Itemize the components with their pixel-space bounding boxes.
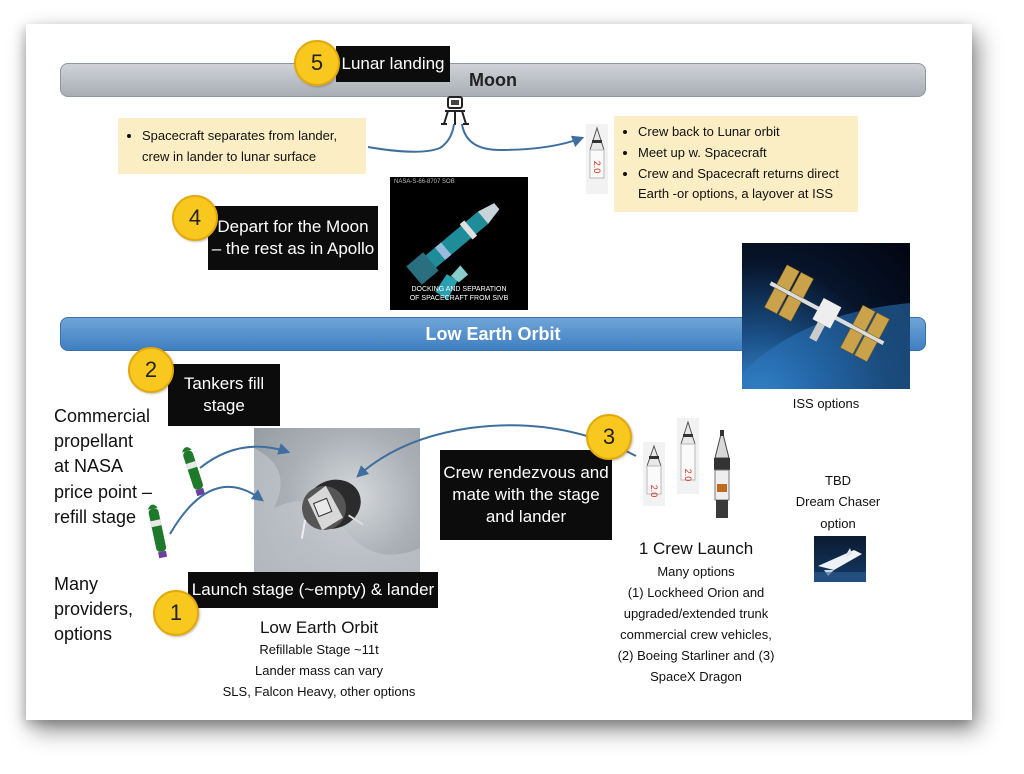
lunar-landing-label: Lunar landing <box>336 46 450 82</box>
tankers-fill-label: Tankers fill stage <box>168 364 280 426</box>
iss-photo <box>742 243 910 389</box>
tanker-rocket-icon <box>147 504 168 559</box>
apollo-docking-photo: NASA-S-66-8707 SOB DOCKING AND SEPARATIO… <box>390 177 528 310</box>
return-to-earth-note: Crew back to Lunar orbit Meet up w. Spac… <box>614 116 858 212</box>
step-3-badge: 3 <box>586 414 632 460</box>
crew-capsule-icon <box>586 124 608 194</box>
step-2-badge: 2 <box>128 347 174 393</box>
providers-text: Many providers, options <box>54 574 134 645</box>
crew-capsule-icon <box>677 418 699 494</box>
lander-separation-note: Spacecraft separates from lander,crew in… <box>118 118 366 174</box>
dream-chaser-caption: TBD Dream Chaser option <box>795 473 881 531</box>
capsule-label: 2.0 <box>683 468 693 482</box>
moon-band: Moon <box>60 63 926 97</box>
capsule-label: 2.0 <box>649 484 659 498</box>
propellant-text: Commercial propellant at NASA price poin… <box>54 406 153 527</box>
iss-caption: ISS options <box>792 396 860 411</box>
crew-capsule-icon <box>643 442 665 506</box>
leo-band-label: Low Earth Orbit <box>425 323 561 344</box>
tanker-rocket-icon <box>182 447 205 497</box>
lunar-lander-icon <box>441 96 469 125</box>
leo-stage-description: Low Earth Orbit Refillable Stage ~11t La… <box>222 618 416 699</box>
moon-band-label: Moon <box>469 69 517 90</box>
capsule-label: 2.0 <box>592 160 602 174</box>
crew-launch-description: 1 Crew Launch Many options (1) Lockheed … <box>617 539 775 685</box>
dream-chaser-photo <box>814 536 866 582</box>
step-4-badge: 4 <box>172 195 218 241</box>
dream-chaser-graphic <box>814 548 866 582</box>
launch-stage-label: Launch stage (~empty) & lander <box>188 572 438 608</box>
docked-stage-graphic <box>254 448 420 598</box>
iss-station-graphic <box>742 264 910 389</box>
spacecraft-docking-graphic <box>406 203 500 300</box>
depart-moon-label: Depart for the Moon – the rest as in Apo… <box>208 206 378 270</box>
step-5-badge: 5 <box>294 40 340 86</box>
orion-vehicle-icon <box>710 428 734 526</box>
step-1-badge: 1 <box>153 590 199 636</box>
crew-rendezvous-label: Crew rendezvous and mate with the stage … <box>440 450 612 540</box>
